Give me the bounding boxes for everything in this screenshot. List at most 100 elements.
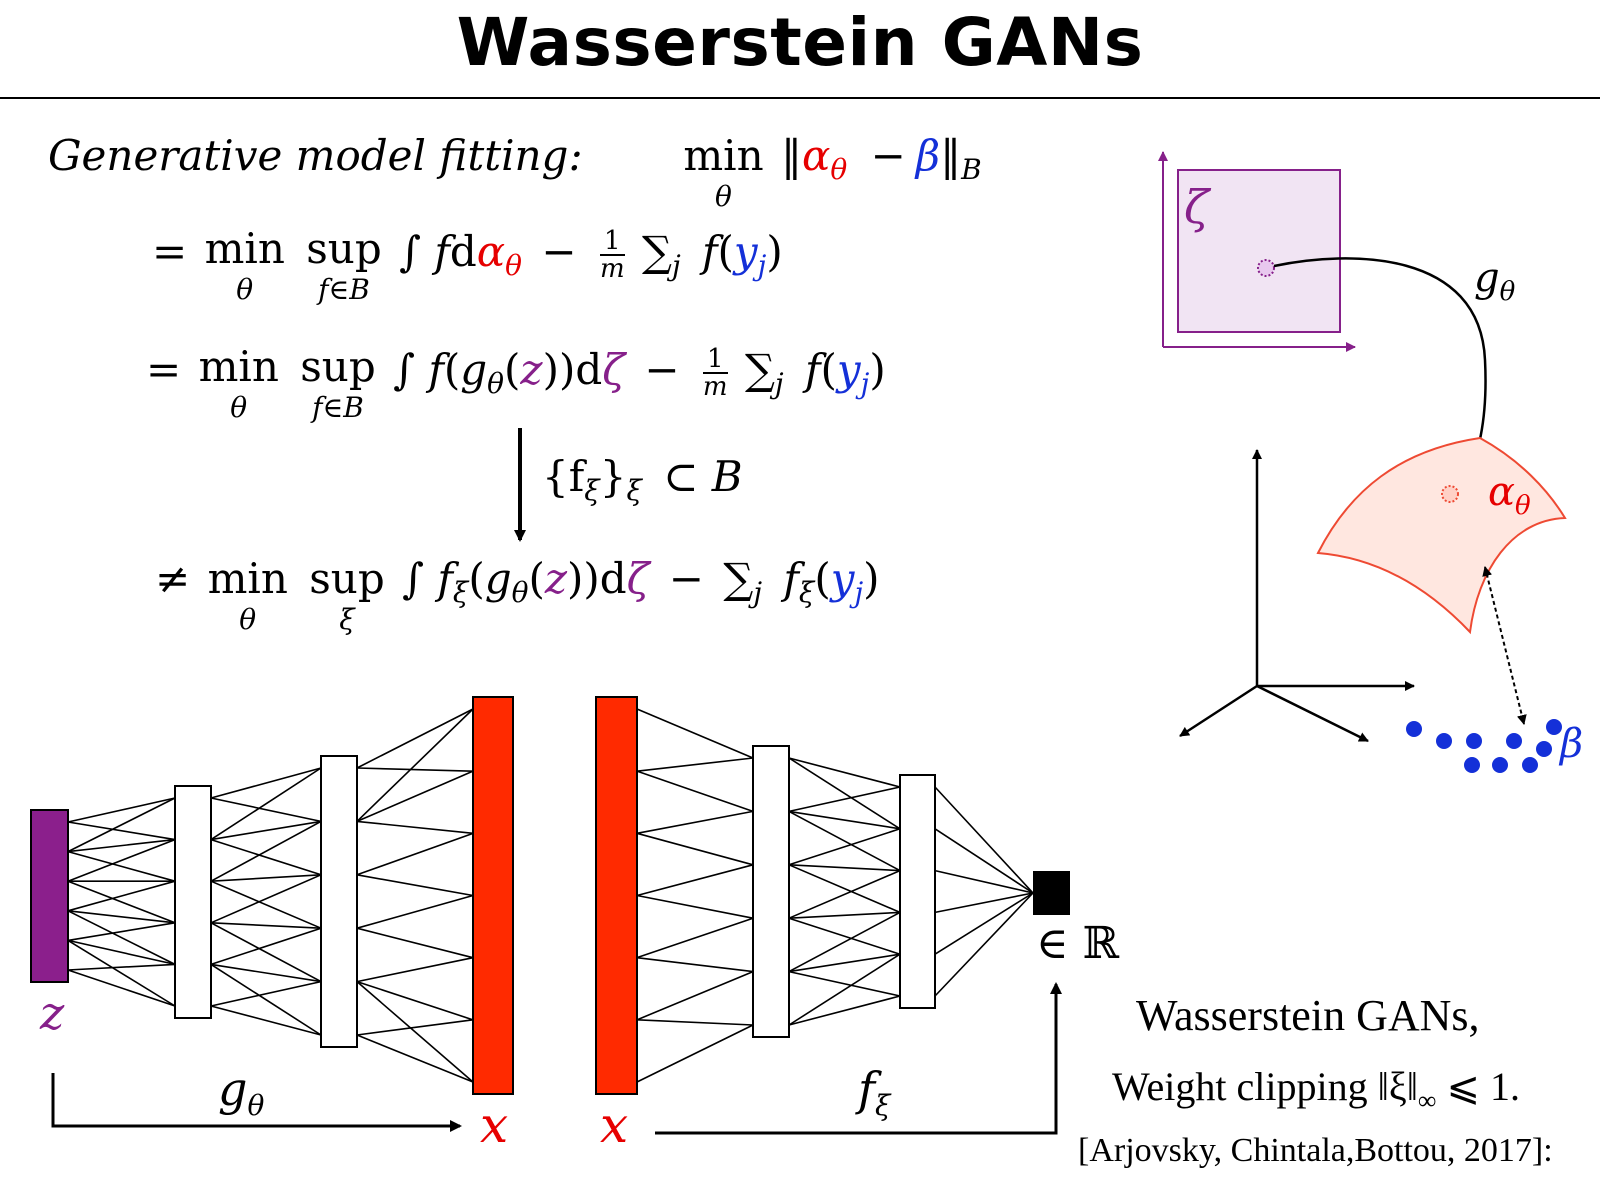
- norm-close: ‖: [940, 131, 962, 180]
- network-edge: [636, 810, 754, 835]
- slide-title: Wasserstein GANs: [456, 4, 1144, 81]
- network-edge: [356, 767, 474, 772]
- sum-sign: ∑: [641, 227, 672, 276]
- network-edge: [210, 767, 322, 799]
- equals-sign: =: [152, 227, 188, 276]
- network-edge: [356, 927, 474, 959]
- f-symbol: f: [428, 345, 444, 394]
- minus-sign: −: [668, 554, 704, 603]
- y-subscript: j: [860, 367, 870, 401]
- data-point: [1406, 721, 1422, 737]
- network-edge: [210, 874, 322, 882]
- network-edge: [67, 939, 176, 966]
- network-edge: [356, 708, 474, 769]
- network-edge: [934, 892, 1034, 914]
- network-edge: [636, 894, 754, 919]
- paren: (: [820, 345, 837, 394]
- paren: ): [863, 554, 880, 603]
- zeta-label: ζ: [1184, 180, 1209, 234]
- norm-subscript: B: [961, 153, 982, 187]
- sum-subscript: j: [671, 249, 681, 283]
- network-edge: [636, 864, 754, 897]
- network-edge: [788, 810, 901, 872]
- network-edge: [934, 892, 1034, 955]
- network-edge: [636, 970, 754, 1021]
- network-edge: [356, 980, 474, 1021]
- critic-output-node: [1033, 871, 1070, 915]
- network-edge: [356, 708, 474, 822]
- critic-hidden-layer-1: [752, 745, 790, 1038]
- network-edge: [788, 757, 901, 788]
- minus-sign: −: [541, 227, 577, 276]
- y-symbol: y: [733, 227, 758, 276]
- paren: (: [528, 554, 545, 603]
- beta-symbol: β: [915, 131, 941, 180]
- z-symbol: z: [520, 345, 543, 394]
- g-symbol: g: [484, 554, 512, 603]
- data-point: [1436, 733, 1452, 749]
- network-edge: [210, 922, 322, 929]
- network-edge: [210, 820, 322, 841]
- z-label: z: [40, 986, 65, 1040]
- network-edge: [788, 810, 901, 830]
- y-symbol: y: [830, 554, 855, 603]
- network-edge: [67, 880, 176, 912]
- data-point: [1464, 757, 1480, 773]
- network-edge: [67, 969, 176, 1007]
- ambient-space-axes: [1179, 449, 1415, 743]
- network-edge: [356, 832, 474, 876]
- alpha-symbol: α: [476, 227, 506, 276]
- network-edge: [636, 956, 754, 973]
- g-subscript: θ: [511, 576, 529, 610]
- g-subscript: θ: [487, 367, 505, 401]
- network-edge: [636, 708, 754, 759]
- generator-hidden-layer-1: [174, 785, 212, 1019]
- integral-sign: ∫: [402, 554, 424, 603]
- data-point: [1492, 757, 1508, 773]
- minus-sign: −: [644, 345, 680, 394]
- g-theta-label: gθ: [1474, 255, 1516, 307]
- network-edge: [356, 956, 474, 983]
- paren: )): [566, 554, 600, 603]
- paren: )): [542, 345, 576, 394]
- critic-network: [595, 696, 1070, 1095]
- d-symbol: d: [449, 227, 477, 276]
- network-edge: [67, 838, 176, 853]
- paren: (: [717, 227, 734, 276]
- f-subscript: ξ: [452, 576, 469, 610]
- network-edge: [210, 927, 322, 966]
- f-symbol: f: [434, 227, 450, 276]
- network-edge: [636, 1019, 754, 1026]
- latent-sample-point: [1257, 259, 1275, 277]
- network-edge: [67, 910, 176, 966]
- x-input-label: x: [600, 1096, 629, 1154]
- title-rule: [0, 97, 1600, 99]
- citation-weight-clipping: Weight clipping ‖ξ‖∞ ⩽ 1.: [1112, 1064, 1520, 1115]
- network-edge: [788, 864, 901, 872]
- network-edge: [788, 917, 901, 955]
- data-point: [1546, 719, 1562, 735]
- network-edge: [210, 963, 322, 983]
- network-edge: [356, 874, 474, 897]
- sum-sign: ∑: [723, 554, 754, 603]
- xi-subscript: ξ: [626, 474, 642, 508]
- network-edge: [210, 767, 322, 841]
- xi-subscript: ξ: [584, 474, 600, 508]
- network-edge: [788, 995, 901, 1026]
- network-edge: [67, 963, 176, 971]
- network-edge: [788, 953, 901, 1026]
- g-symbol: g: [460, 345, 488, 394]
- network-edge: [210, 963, 322, 1036]
- network-edge: [356, 1019, 474, 1036]
- network-edge: [356, 980, 474, 1083]
- network-connections: [67, 708, 1034, 1083]
- z-symbol: z: [544, 554, 567, 603]
- d-symbol: d: [599, 554, 627, 603]
- axis-depth-right: [1256, 684, 1369, 743]
